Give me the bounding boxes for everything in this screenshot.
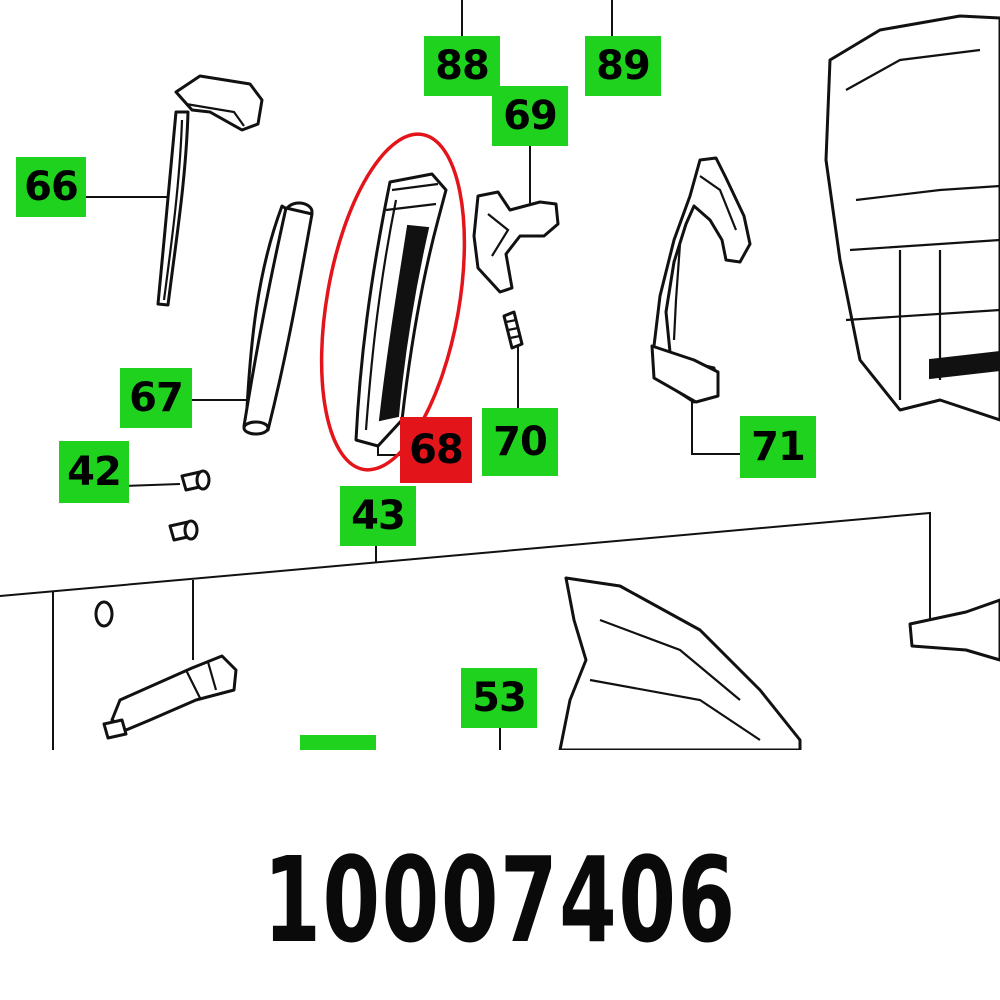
exploded-parts-diagram: 66 67 42 43 88 89 69 68 70 71 53	[0, 0, 1000, 750]
callout-66: 66	[16, 157, 86, 217]
part-66-lever	[156, 74, 264, 307]
highlight-ring	[319, 132, 467, 472]
leader-43-bracket	[0, 511, 931, 620]
callout-53-label: 53	[472, 675, 527, 721]
callout-88: 88	[424, 36, 500, 96]
leader-42	[124, 483, 181, 487]
callout-43-label: 43	[351, 493, 406, 539]
callout-66-label: 66	[24, 164, 79, 210]
callout-43: 43	[340, 486, 416, 546]
callout-68-label: 68	[409, 427, 464, 473]
parts-drawing	[0, 0, 1000, 750]
part-42-screws	[168, 469, 211, 542]
callout-70: 70	[482, 408, 558, 476]
callout-42: 42	[59, 441, 129, 503]
callout-69: 69	[492, 86, 568, 146]
part-number-text: 10007406	[263, 831, 737, 969]
part-67-tube	[242, 201, 314, 436]
leader-lines	[0, 0, 931, 750]
part-69-trigger	[472, 190, 560, 294]
part-lower-right	[558, 576, 1000, 750]
part-70-spring	[502, 310, 524, 350]
callout-68: 68	[400, 417, 472, 483]
part-68-guide	[354, 172, 448, 448]
part-71-frame	[650, 156, 752, 404]
part-lower-left	[94, 600, 238, 740]
callout-67-label: 67	[129, 375, 184, 421]
callout-71-label: 71	[751, 424, 806, 470]
callout-44-partial	[300, 735, 376, 750]
callout-89: 89	[585, 36, 661, 96]
callout-89-label: 89	[596, 43, 651, 89]
callout-53: 53	[461, 668, 537, 728]
callout-69-label: 69	[503, 93, 558, 139]
callout-71: 71	[740, 416, 816, 478]
callout-88-label: 88	[435, 43, 490, 89]
part-housing	[824, 14, 1000, 422]
callout-67: 67	[120, 368, 192, 428]
callout-42-label: 42	[67, 449, 122, 495]
leader-71	[691, 400, 742, 455]
callout-70-label: 70	[493, 419, 548, 465]
part-number: 10007406	[110, 820, 890, 980]
